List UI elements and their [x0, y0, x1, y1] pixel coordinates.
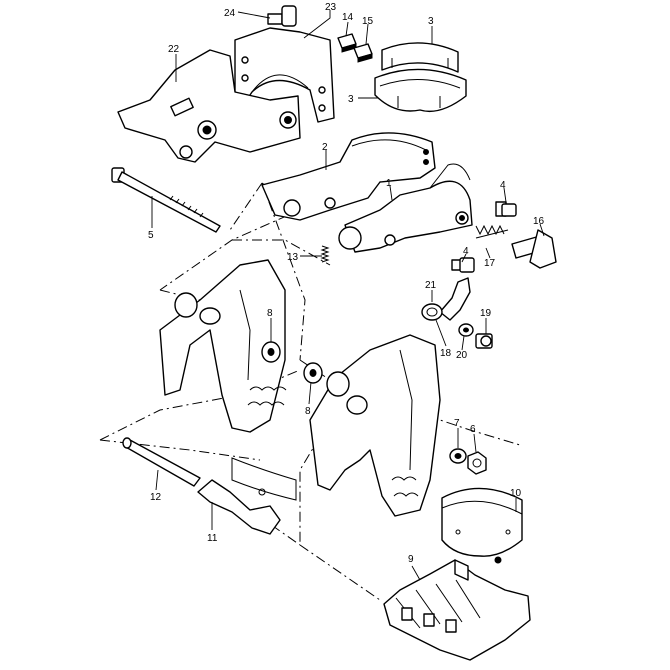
stern-bracket-right — [309, 334, 441, 517]
lever-21 — [439, 277, 471, 321]
pad-15 — [353, 43, 373, 63]
callout-8-lower: 8 — [305, 406, 311, 417]
pad-14 — [337, 33, 357, 53]
callout-10: 10 — [510, 488, 522, 499]
callout-18: 18 — [440, 348, 452, 359]
callout-19: 19 — [480, 308, 492, 319]
callout-9: 9 — [408, 554, 414, 565]
callout-16: 16 — [533, 216, 545, 227]
washer-20 — [458, 323, 474, 337]
tilt-pin-bracket-11 — [197, 457, 297, 535]
cover-plate-10 — [441, 487, 523, 564]
pin-12 — [122, 437, 201, 487]
spring-13 — [320, 245, 330, 263]
ring-18 — [421, 303, 443, 321]
bottom-plate-9 — [383, 559, 531, 661]
callout-4-upper: 4 — [500, 180, 506, 191]
callout-5: 5 — [148, 230, 154, 241]
bolt-4-lower — [451, 257, 475, 273]
stern-bracket-left — [159, 259, 287, 433]
bushing-3-upper — [381, 42, 459, 73]
callout-24: 24 — [224, 8, 236, 19]
swivel-case-1 — [338, 163, 473, 253]
callout-8-upper: 8 — [267, 308, 273, 319]
washer-8-lower — [303, 362, 323, 384]
nut-6 — [467, 451, 487, 475]
callout-6: 6 — [470, 424, 476, 435]
callout-13: 13 — [287, 252, 299, 263]
swivel-clamp-23 — [234, 27, 335, 123]
washer-8-upper — [261, 341, 281, 363]
callout-3-lower: 3 — [348, 94, 354, 105]
callout-12: 12 — [150, 492, 162, 503]
callout-labels: 24 23 14 15 3 3 22 2 1 4 16 4 17 13 5 21… — [148, 2, 545, 565]
washer-7 — [449, 448, 467, 464]
knob-bolt-16 — [511, 229, 557, 269]
callout-23: 23 — [325, 2, 337, 13]
leader-lines — [151, 10, 545, 581]
bolt-4-upper — [495, 201, 517, 217]
callout-17: 17 — [484, 258, 496, 269]
spring-17 — [475, 224, 509, 239]
clamp-bracket-2 — [261, 132, 436, 221]
callout-11: 11 — [207, 533, 218, 544]
bushing-3-lower — [374, 68, 467, 113]
bolt-24 — [267, 5, 297, 27]
through-bolt-5 — [111, 167, 221, 233]
callout-20: 20 — [456, 350, 468, 361]
callout-7: 7 — [454, 418, 460, 429]
callout-21: 21 — [425, 280, 437, 291]
callout-2: 2 — [322, 142, 328, 153]
callout-1: 1 — [386, 178, 392, 189]
callout-22: 22 — [168, 44, 180, 55]
swivel-bracket-22 — [117, 49, 301, 163]
callout-4-lower: 4 — [463, 246, 469, 257]
callout-3-upper: 3 — [428, 16, 434, 27]
bolt-19 — [475, 333, 493, 349]
callout-15: 15 — [362, 16, 374, 27]
callout-14: 14 — [342, 12, 354, 23]
